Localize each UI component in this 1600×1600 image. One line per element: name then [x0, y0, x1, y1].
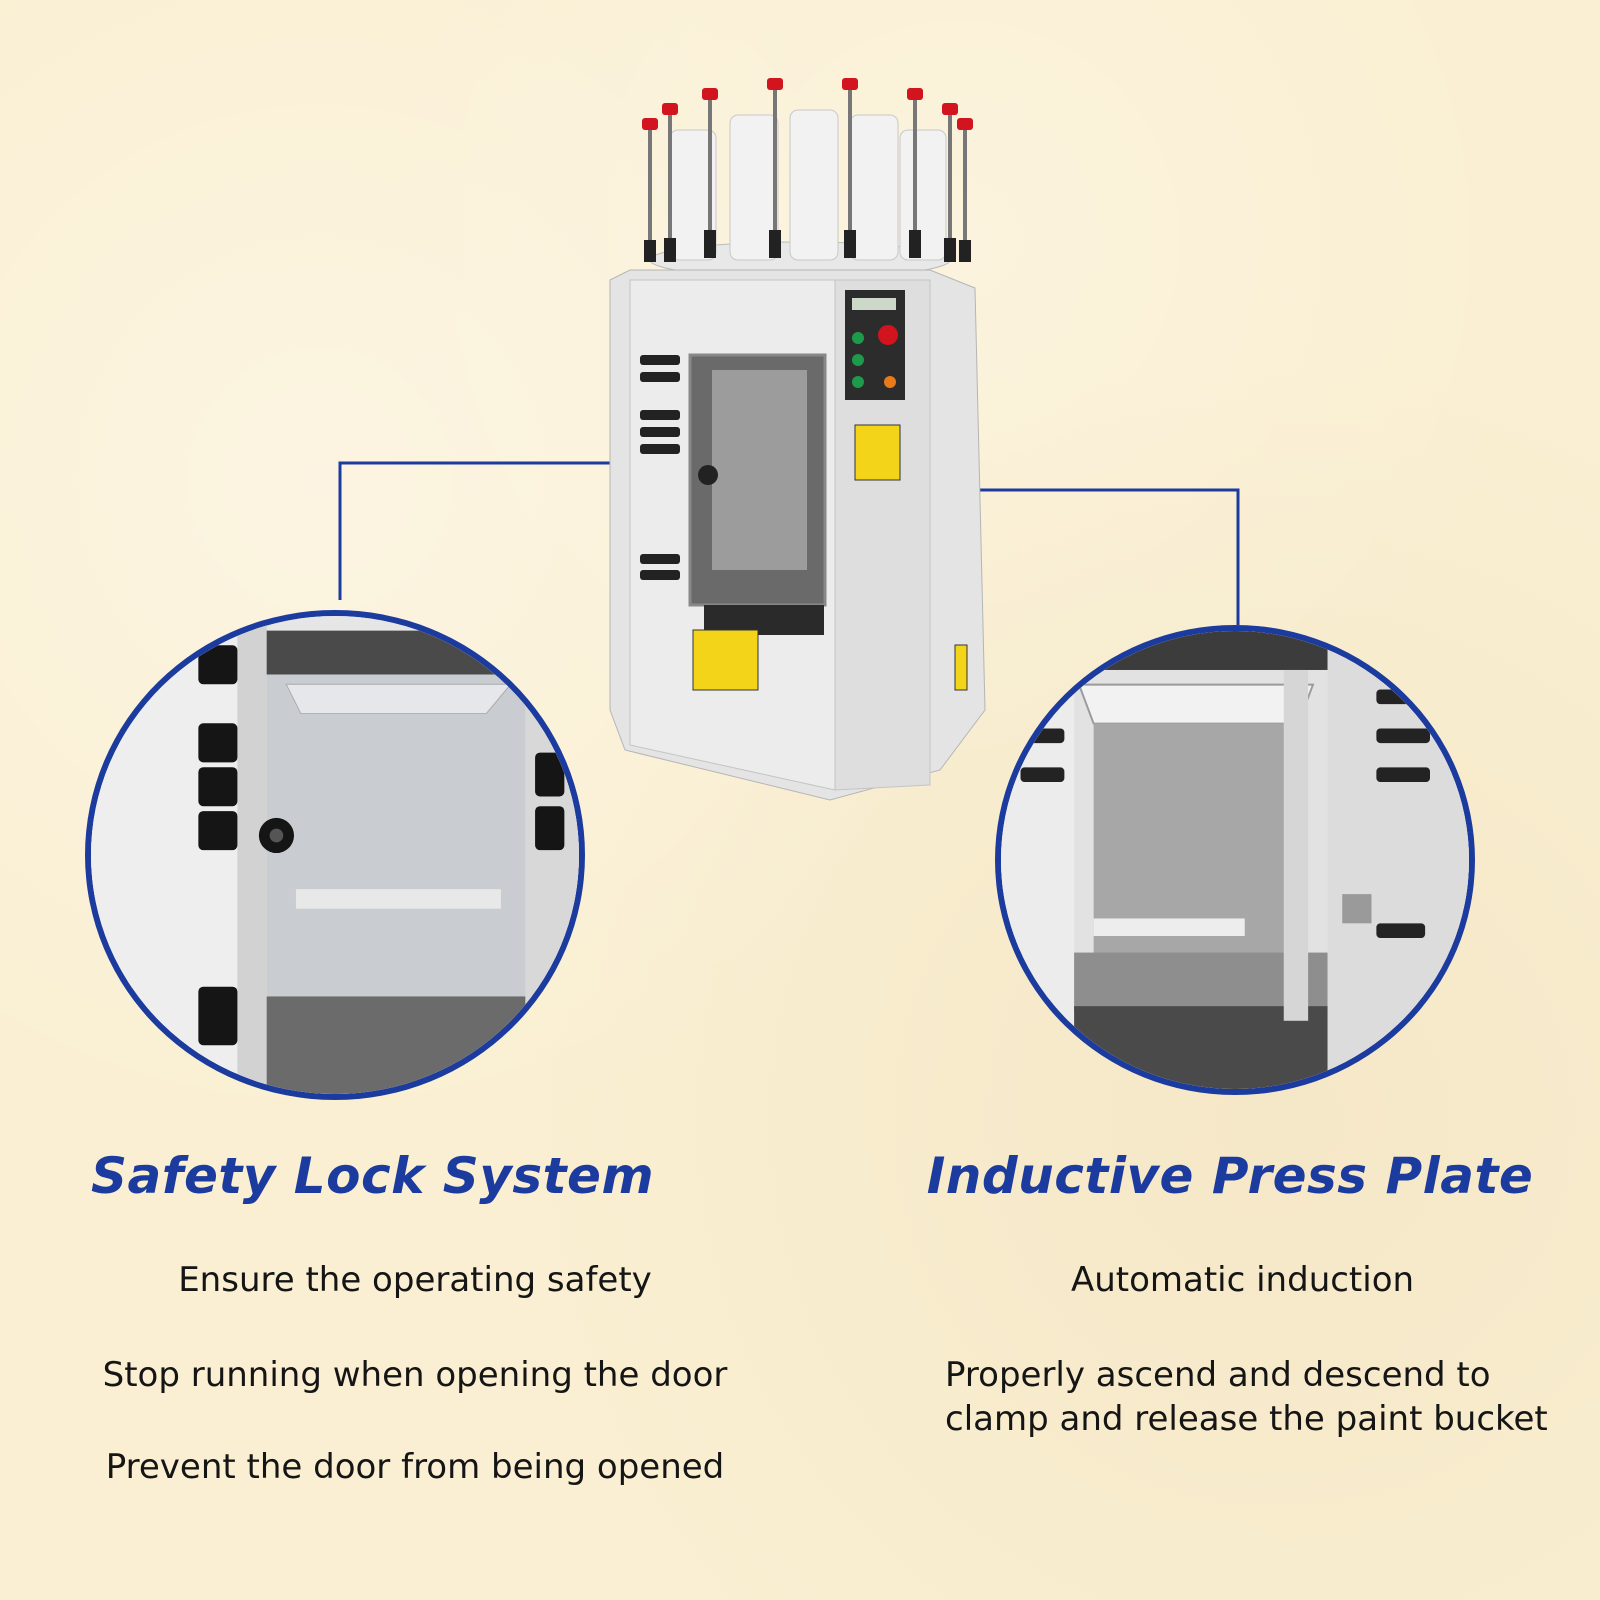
safety-lock-line-3: Prevent the door from being opened [105, 1447, 725, 1487]
press-plate-title: Inductive Press Plate [926, 1147, 1534, 1205]
safety-lock-line-2: Stop running when opening the door [102, 1355, 728, 1395]
press-plate-line-2: Properly ascend and descend to clamp and… [945, 1355, 1548, 1440]
safety-lock-title: Safety Lock System [90, 1147, 655, 1205]
press-plate-line-1: Automatic induction [1070, 1260, 1415, 1300]
safety-lock-detail-image [85, 610, 585, 1100]
press-plate-detail-image [995, 625, 1475, 1095]
safety-lock-line-1: Ensure the operating safety [178, 1260, 652, 1300]
paint-mixer-machine [600, 70, 1020, 830]
